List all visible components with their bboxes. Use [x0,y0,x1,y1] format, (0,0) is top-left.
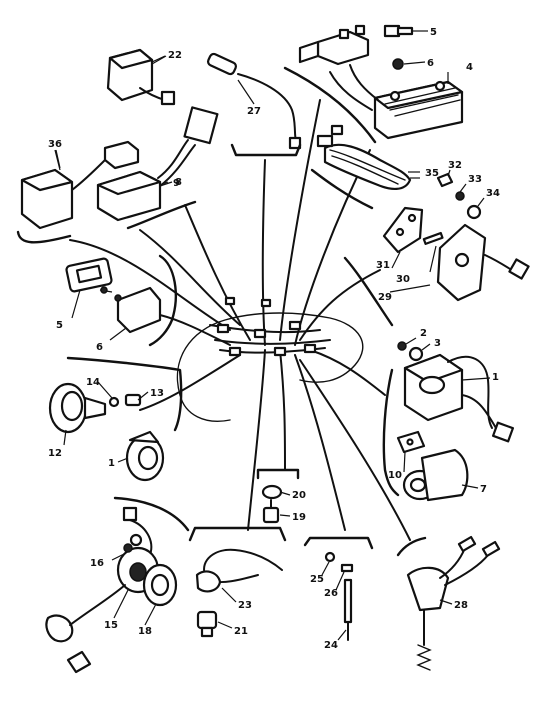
spark-plug-cap-28 [406,535,501,671]
fuse-parts [324,551,354,641]
label-9: 9 [173,178,180,189]
label-34: 34 [486,188,500,199]
group-bracket-5-6 [148,254,177,347]
group-bracket-35 [310,168,374,210]
sensor-27 [206,52,302,150]
label-19: 19 [292,512,306,523]
label-35: 35 [425,168,439,179]
ignitor-unit [436,223,530,302]
switch-21 [196,610,218,638]
label-31: 31 [376,260,390,271]
label-1: 1 [492,372,499,383]
nut-6-top [392,58,426,70]
label-29: 29 [378,292,392,303]
label-11: 1 [108,458,115,469]
hardware-2-3 [397,337,431,362]
group-bracket-coil [382,368,400,497]
leader-lines [55,55,491,641]
label-27: 27 [247,106,261,117]
label-2: 2 [420,328,427,339]
sensor-wire-23 [195,548,283,593]
switch-5-mid [65,257,113,294]
horn-12 [48,382,107,434]
switch-19 [262,499,280,524]
group-bracket-23 [188,526,287,542]
group-bracket-4 [283,66,377,144]
label-18: 18 [138,626,152,637]
label-8: 8 [175,177,182,188]
group-bracket-headlight [113,496,190,532]
regulator-4 [329,64,464,140]
small-parts-32-34 [436,169,485,220]
ignition-coil-1 [403,353,515,443]
label-22: 22 [168,50,182,61]
label-13: 13 [150,388,164,399]
label-16: 16 [90,558,104,569]
bolt-30 [422,231,444,245]
relay-8 [96,106,219,222]
hardware-13-14 [108,393,142,408]
label-4: 4 [466,62,473,73]
label-5-mid: 5 [56,320,63,331]
bolt-5-top [383,24,428,38]
label-23: 23 [238,600,252,611]
part-number-labels: 22 36 8 9 27 5 6 4 35 32 33 34 31 30 29 … [48,27,500,651]
label-26: 26 [324,588,338,599]
label-36: 36 [48,139,62,150]
horn-11 [125,430,165,482]
label-24: 24 [324,640,338,651]
group-bracket-27 [230,143,302,157]
headlight-assembly [45,506,178,674]
label-5-top: 5 [430,27,437,38]
label-15: 15 [104,620,118,631]
label-14: 14 [86,377,100,388]
group-bracket-28 [396,536,427,557]
group-bracket-horn [66,356,183,432]
label-25: 25 [310,574,324,585]
label-32: 32 [448,160,462,171]
group-bracket-left-top [16,230,72,244]
label-7: 7 [480,484,487,495]
group-bracket-29 [343,256,394,327]
group-bracket-8 [126,200,197,230]
main-wire-harness [69,99,411,541]
label-33: 33 [468,174,482,185]
connector-cluster-4 [298,24,370,66]
label-28: 28 [454,600,468,611]
label-10: 10 [388,470,402,481]
label-20: 20 [292,490,306,501]
label-12: 12 [48,448,62,459]
flasher-relay-36 [20,140,140,230]
label-30: 30 [396,274,410,285]
lens-6-mid [114,286,162,334]
group-bracket-fuse [303,536,374,550]
label-3: 3 [434,338,441,349]
label-6-mid: 6 [96,342,103,353]
label-21: 21 [234,626,248,637]
relay-22 [106,48,176,106]
starter-relay-7 [402,448,479,502]
bracket-10 [396,430,426,454]
label-6-top: 6 [427,58,434,69]
sub-harness-35 [316,124,420,190]
bracket-31 [382,206,424,254]
